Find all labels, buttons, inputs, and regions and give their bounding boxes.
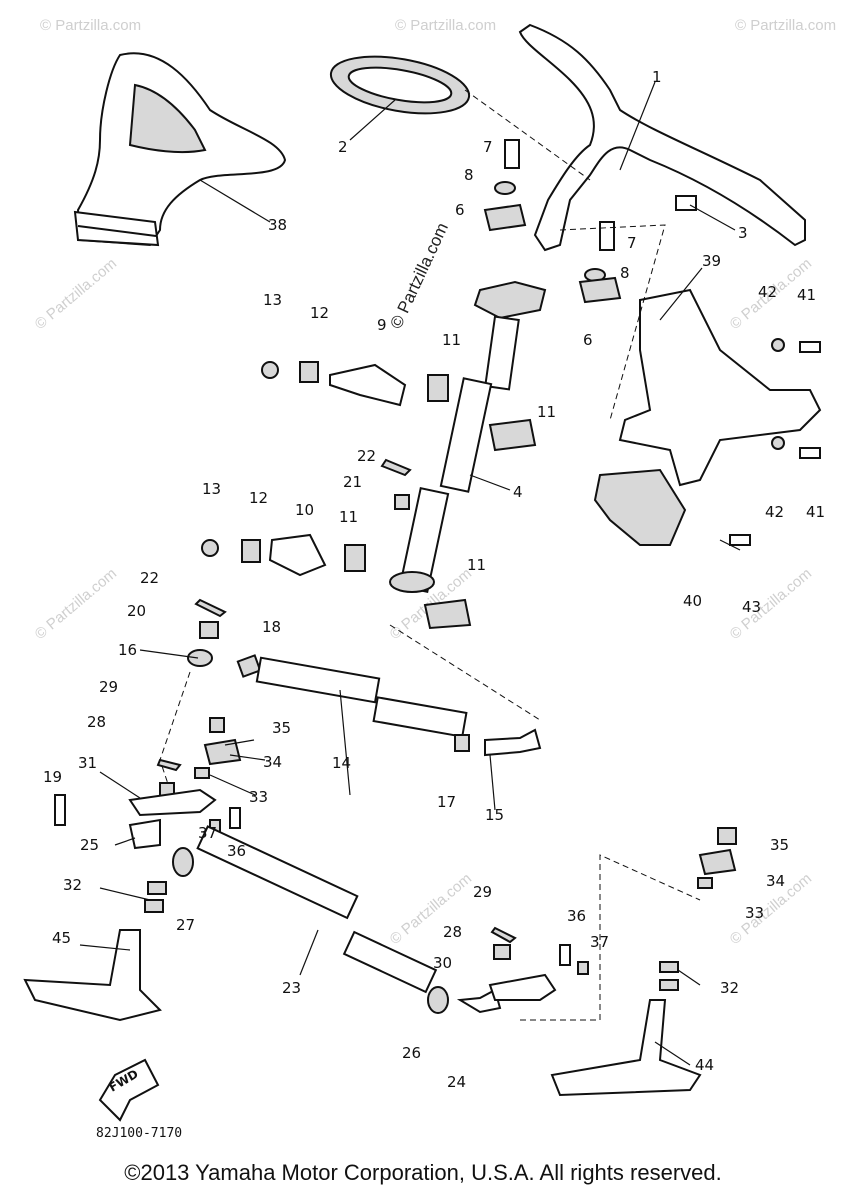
leader-lines xyxy=(79,81,741,1066)
callout-12: 12 xyxy=(310,304,329,322)
handlebar-part xyxy=(464,23,806,252)
callout-1: 1 xyxy=(652,68,662,86)
callout-6: 6 xyxy=(583,331,593,349)
callout-41: 41 xyxy=(806,503,825,521)
callout-28: 28 xyxy=(87,713,106,731)
middle-linkage-parts xyxy=(54,624,542,850)
callout-41: 41 xyxy=(797,286,816,304)
callout-35: 35 xyxy=(272,719,291,737)
callout-22: 22 xyxy=(357,447,376,465)
callout-35: 35 xyxy=(770,836,789,854)
steering-column-part xyxy=(389,280,547,630)
callout-13: 13 xyxy=(263,291,282,309)
callout-19: 19 xyxy=(43,768,62,786)
fwd-arrow-icon: FWD xyxy=(98,1058,160,1122)
callout-11: 11 xyxy=(467,556,486,574)
callout-11: 11 xyxy=(442,331,461,349)
watermark: © Partzilla.com xyxy=(735,17,836,34)
callout-3: 3 xyxy=(738,224,748,242)
callout-33: 33 xyxy=(745,904,764,922)
callout-4: 4 xyxy=(513,483,523,501)
watermark: © Partzilla.com xyxy=(727,565,815,643)
callout-8: 8 xyxy=(620,264,630,282)
callout-15: 15 xyxy=(485,806,504,824)
lower-linkage-parts xyxy=(23,825,737,1097)
callout-2: 2 xyxy=(338,138,348,156)
callout-36: 36 xyxy=(567,907,586,925)
callout-40: 40 xyxy=(683,592,702,610)
steering-ring-part xyxy=(329,55,471,115)
callout-38: 38 xyxy=(268,216,287,234)
drawing-code: 82J100-7170 xyxy=(96,1126,183,1141)
callout-42: 42 xyxy=(765,503,784,521)
bracket-parts xyxy=(559,224,822,546)
callout-21: 21 xyxy=(343,473,362,491)
callout-27: 27 xyxy=(176,916,195,934)
callout-20: 20 xyxy=(127,602,146,620)
callout-11: 11 xyxy=(339,508,358,526)
handle-cover-part xyxy=(73,52,287,247)
callout-43: 43 xyxy=(742,598,761,616)
callout-37: 37 xyxy=(198,824,217,842)
watermark: © Partzilla.com xyxy=(32,565,120,643)
exploded-view-svg: © Partzilla.com © Partzilla.com © Partzi… xyxy=(23,17,836,1122)
callout-16: 16 xyxy=(118,641,137,659)
callout-11: 11 xyxy=(537,403,556,421)
callout-23: 23 xyxy=(282,979,301,997)
callout-34: 34 xyxy=(766,872,785,890)
callout-14: 14 xyxy=(332,754,351,772)
callout-6: 6 xyxy=(455,201,465,219)
callout-42: 42 xyxy=(758,283,777,301)
callout-39: 39 xyxy=(702,252,721,270)
callout-34: 34 xyxy=(263,753,282,771)
callout-32: 32 xyxy=(720,979,739,997)
callout-22: 22 xyxy=(140,569,159,587)
watermark: © Partzilla.com xyxy=(32,255,120,333)
watermark: © Partzilla.com xyxy=(40,17,141,34)
callout-29: 29 xyxy=(473,883,492,901)
callout-24: 24 xyxy=(447,1073,466,1091)
callout-7: 7 xyxy=(483,138,493,156)
callout-37: 37 xyxy=(590,933,609,951)
callout-7: 7 xyxy=(627,234,637,252)
callout-8: 8 xyxy=(464,166,474,184)
callout-32: 32 xyxy=(63,876,82,894)
callout-26: 26 xyxy=(402,1044,421,1062)
callout-33: 33 xyxy=(249,788,268,806)
callout-13: 13 xyxy=(202,480,221,498)
copyright-notice: ©2013 Yamaha Motor Corporation, U.S.A. A… xyxy=(124,1160,722,1185)
callout-31: 31 xyxy=(78,754,97,772)
callout-36: 36 xyxy=(227,842,246,860)
callout-29: 29 xyxy=(99,678,118,696)
callout-labels: 1 2 3 4 6 6 7 7 8 8 9 10 11 11 11 11 12 … xyxy=(43,68,825,1091)
callout-17: 17 xyxy=(437,793,456,811)
callout-9: 9 xyxy=(377,316,387,334)
watermark: © Partzilla.com xyxy=(386,220,452,332)
callout-30: 30 xyxy=(433,954,452,972)
callout-45: 45 xyxy=(52,929,71,947)
callout-44: 44 xyxy=(695,1056,714,1074)
callout-10: 10 xyxy=(295,501,314,519)
callout-28: 28 xyxy=(443,923,462,941)
callout-18: 18 xyxy=(262,618,281,636)
watermark: © Partzilla.com xyxy=(395,17,496,34)
callout-12: 12 xyxy=(249,489,268,507)
upper-small-parts xyxy=(187,139,697,667)
callout-25: 25 xyxy=(80,836,99,854)
